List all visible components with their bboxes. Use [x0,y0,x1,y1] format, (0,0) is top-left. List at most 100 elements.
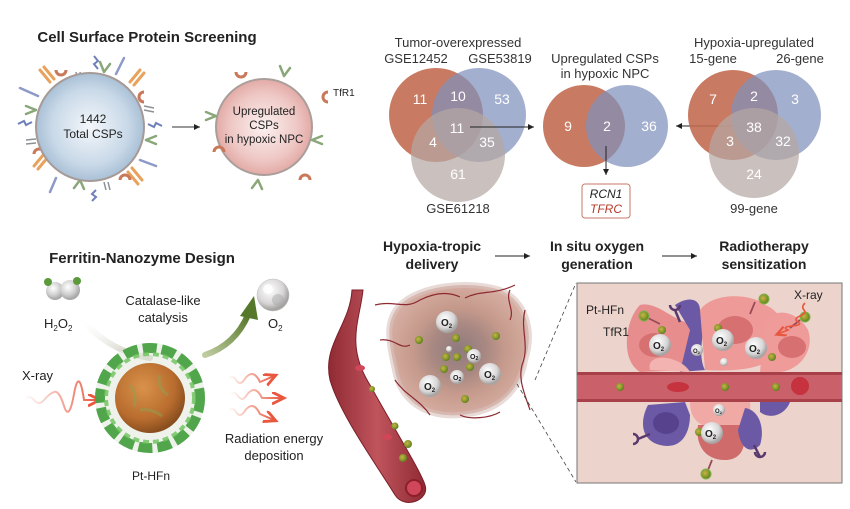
venn-hypoxia-a-only: 7 [709,91,717,107]
svg-text:O2: O2 [453,375,461,383]
svg-text:O2: O2 [705,429,717,441]
surface-proteins-left [17,55,163,202]
venn-csp-left-only: 9 [564,118,572,134]
total-csp-label: Total CSPs [63,127,122,141]
red-blood-cell-icon [791,377,809,395]
venn-tumor-set-a: GSE12452 [384,51,448,66]
venn-tumor-ac: 4 [429,134,437,150]
workflow-header: Hypoxia-tropic delivery In situ oxygen g… [383,238,809,272]
step-2-line-2: generation [561,256,633,272]
catalysis-label-2: catalysis [138,310,188,325]
pt-hfn-label: Pt-HFn [132,469,170,483]
step-2-line-1: In situ oxygen [550,238,644,254]
o2-bubble-icon: O2 [701,422,723,444]
svg-text:O2: O2 [653,341,665,353]
panel-nanozyme-design: Ferritin-Nanozyme Design H2O2 Catalase-l… [22,250,324,483]
venn-tumor-abc: 11 [450,120,465,136]
venn-upregulated-csp: Upregulated CSPs in hypoxic NPC 9 2 36 R… [543,51,668,219]
o2-bubble-icon: O2 [450,370,464,384]
venn-csp-both: 2 [603,118,611,134]
gene-rcn1: RCN1 [590,187,623,201]
o2-bubble-icon: O2 [436,311,458,333]
pt-hfn-particle-icon [700,468,712,480]
screening-title: Cell Surface Protein Screening [37,29,256,46]
svg-text:O2: O2 [441,318,453,330]
step-1-line-1: Hypoxia-tropic [383,238,481,254]
venn-hypoxia-abc: 38 [746,119,762,135]
venn-hypoxia-set-a: 15-gene [689,51,737,66]
zoom-pt-hfn-label: Pt-HFn [586,303,624,317]
venn-hypoxia-set-c: 99-gene [730,201,778,216]
red-blood-cell-icon [355,365,365,371]
o2-bubble-icon: O2 [745,337,767,359]
venn-tumor-title: Tumor-overexpressed [395,35,522,50]
radiation-label-1: Radiation energy [225,431,324,446]
xray-incoming-wave-icon [23,380,98,413]
venn-csp-right-only: 36 [641,118,657,134]
o2-label: O2 [268,316,283,333]
svg-text:O2: O2 [716,336,728,348]
venn-hypoxia-bc: 32 [775,133,791,149]
zoom-xray-label: X-ray [794,288,823,302]
venn-csp-title-1: Upregulated CSPs [551,51,659,66]
venn-hypoxia-set-b: 26-gene [776,51,824,66]
zoom-guide-line-bottom [516,383,577,483]
tumor-scene: O2 O2 O2 O2 O2 [328,282,577,503]
red-blood-cell-icon [382,434,392,440]
svg-text:O2: O2 [484,370,496,382]
immune-cell-icon [738,408,762,450]
o2-bubble-icon: O2 [712,329,734,351]
orange-receptor-icon [32,65,146,186]
zoom-tfr1-label: TfR1 [603,325,629,339]
svg-text:O2: O2 [693,349,701,355]
pt-hfn-particle-icon [758,293,770,305]
blood-vessel-icon [328,289,427,503]
upregulated-label-3: in hypoxic NPC [225,134,304,146]
svg-text:O2: O2 [749,344,761,356]
venn-csp-title-2: in hypoxic NPC [561,66,650,81]
venn-tumor-a-only: 11 [413,91,428,107]
zoom-guide-line-top [534,282,577,381]
o2-bubble-icon: O2 [649,334,671,356]
nanoparticle-icon [695,428,703,436]
o2-bubble-icon: O2 [467,349,481,363]
zigzag-receptor-icon [17,55,163,202]
gene-tfrc: TFRC [590,202,622,216]
vessel-nanoparticles [369,386,412,462]
h2o2-label: H2O2 [44,316,73,333]
lower-cell-cluster [643,402,790,460]
red-blood-cell-icon [667,382,689,392]
total-csp-count: 1442 [80,112,107,126]
venn-hypoxia-c-only: 24 [746,166,762,182]
zoom-panel: O2 O2 O2 O2 O2 O2 [577,283,843,484]
total-csp-cell [35,72,145,182]
o2-bubble-icon: O2 [479,363,501,385]
venn-tumor-ab: 10 [450,88,466,104]
tumor-vasculature [374,284,531,419]
venn-hypoxia-upregulated: Hypoxia-upregulated 15-gene 26-gene 7 2 … [688,35,824,216]
nanoparticle-icon [658,326,666,334]
venn-hypoxia-ac: 3 [726,133,734,149]
step-3-line-2: sensitization [722,256,807,272]
venn-hypoxia-circle-c [709,108,799,198]
step-1-line-2: delivery [406,256,459,272]
panel-screening: Cell Surface Protein Screening [17,29,355,202]
venn-tumor-b-only: 53 [494,91,510,107]
o2-bubble-icon: O2 [713,404,725,416]
o2-molecule-icon [256,278,290,312]
xray-label: X-ray [22,368,54,383]
product-curve [202,312,251,358]
venn-tumor-bc: 35 [479,134,495,150]
venn-tumor-circle-c [411,108,505,202]
tumor-o2-bubbles: O2 O2 O2 O2 O2 [419,311,501,397]
venn-hypoxia-title: Hypoxia-upregulated [694,35,814,50]
pt-hfn-nanoparticle-icon [95,343,205,453]
svg-text:O2: O2 [424,382,436,394]
nanoparticle-icon [721,383,729,391]
nanoparticle-icon [768,353,776,361]
radiation-waves-icon [227,372,282,420]
zoom-o2-bubbles: O2 O2 O2 O2 O2 O2 [649,329,767,444]
nanoparticle-icon [616,383,624,391]
step-3-line-1: Radiotherapy [719,238,809,254]
